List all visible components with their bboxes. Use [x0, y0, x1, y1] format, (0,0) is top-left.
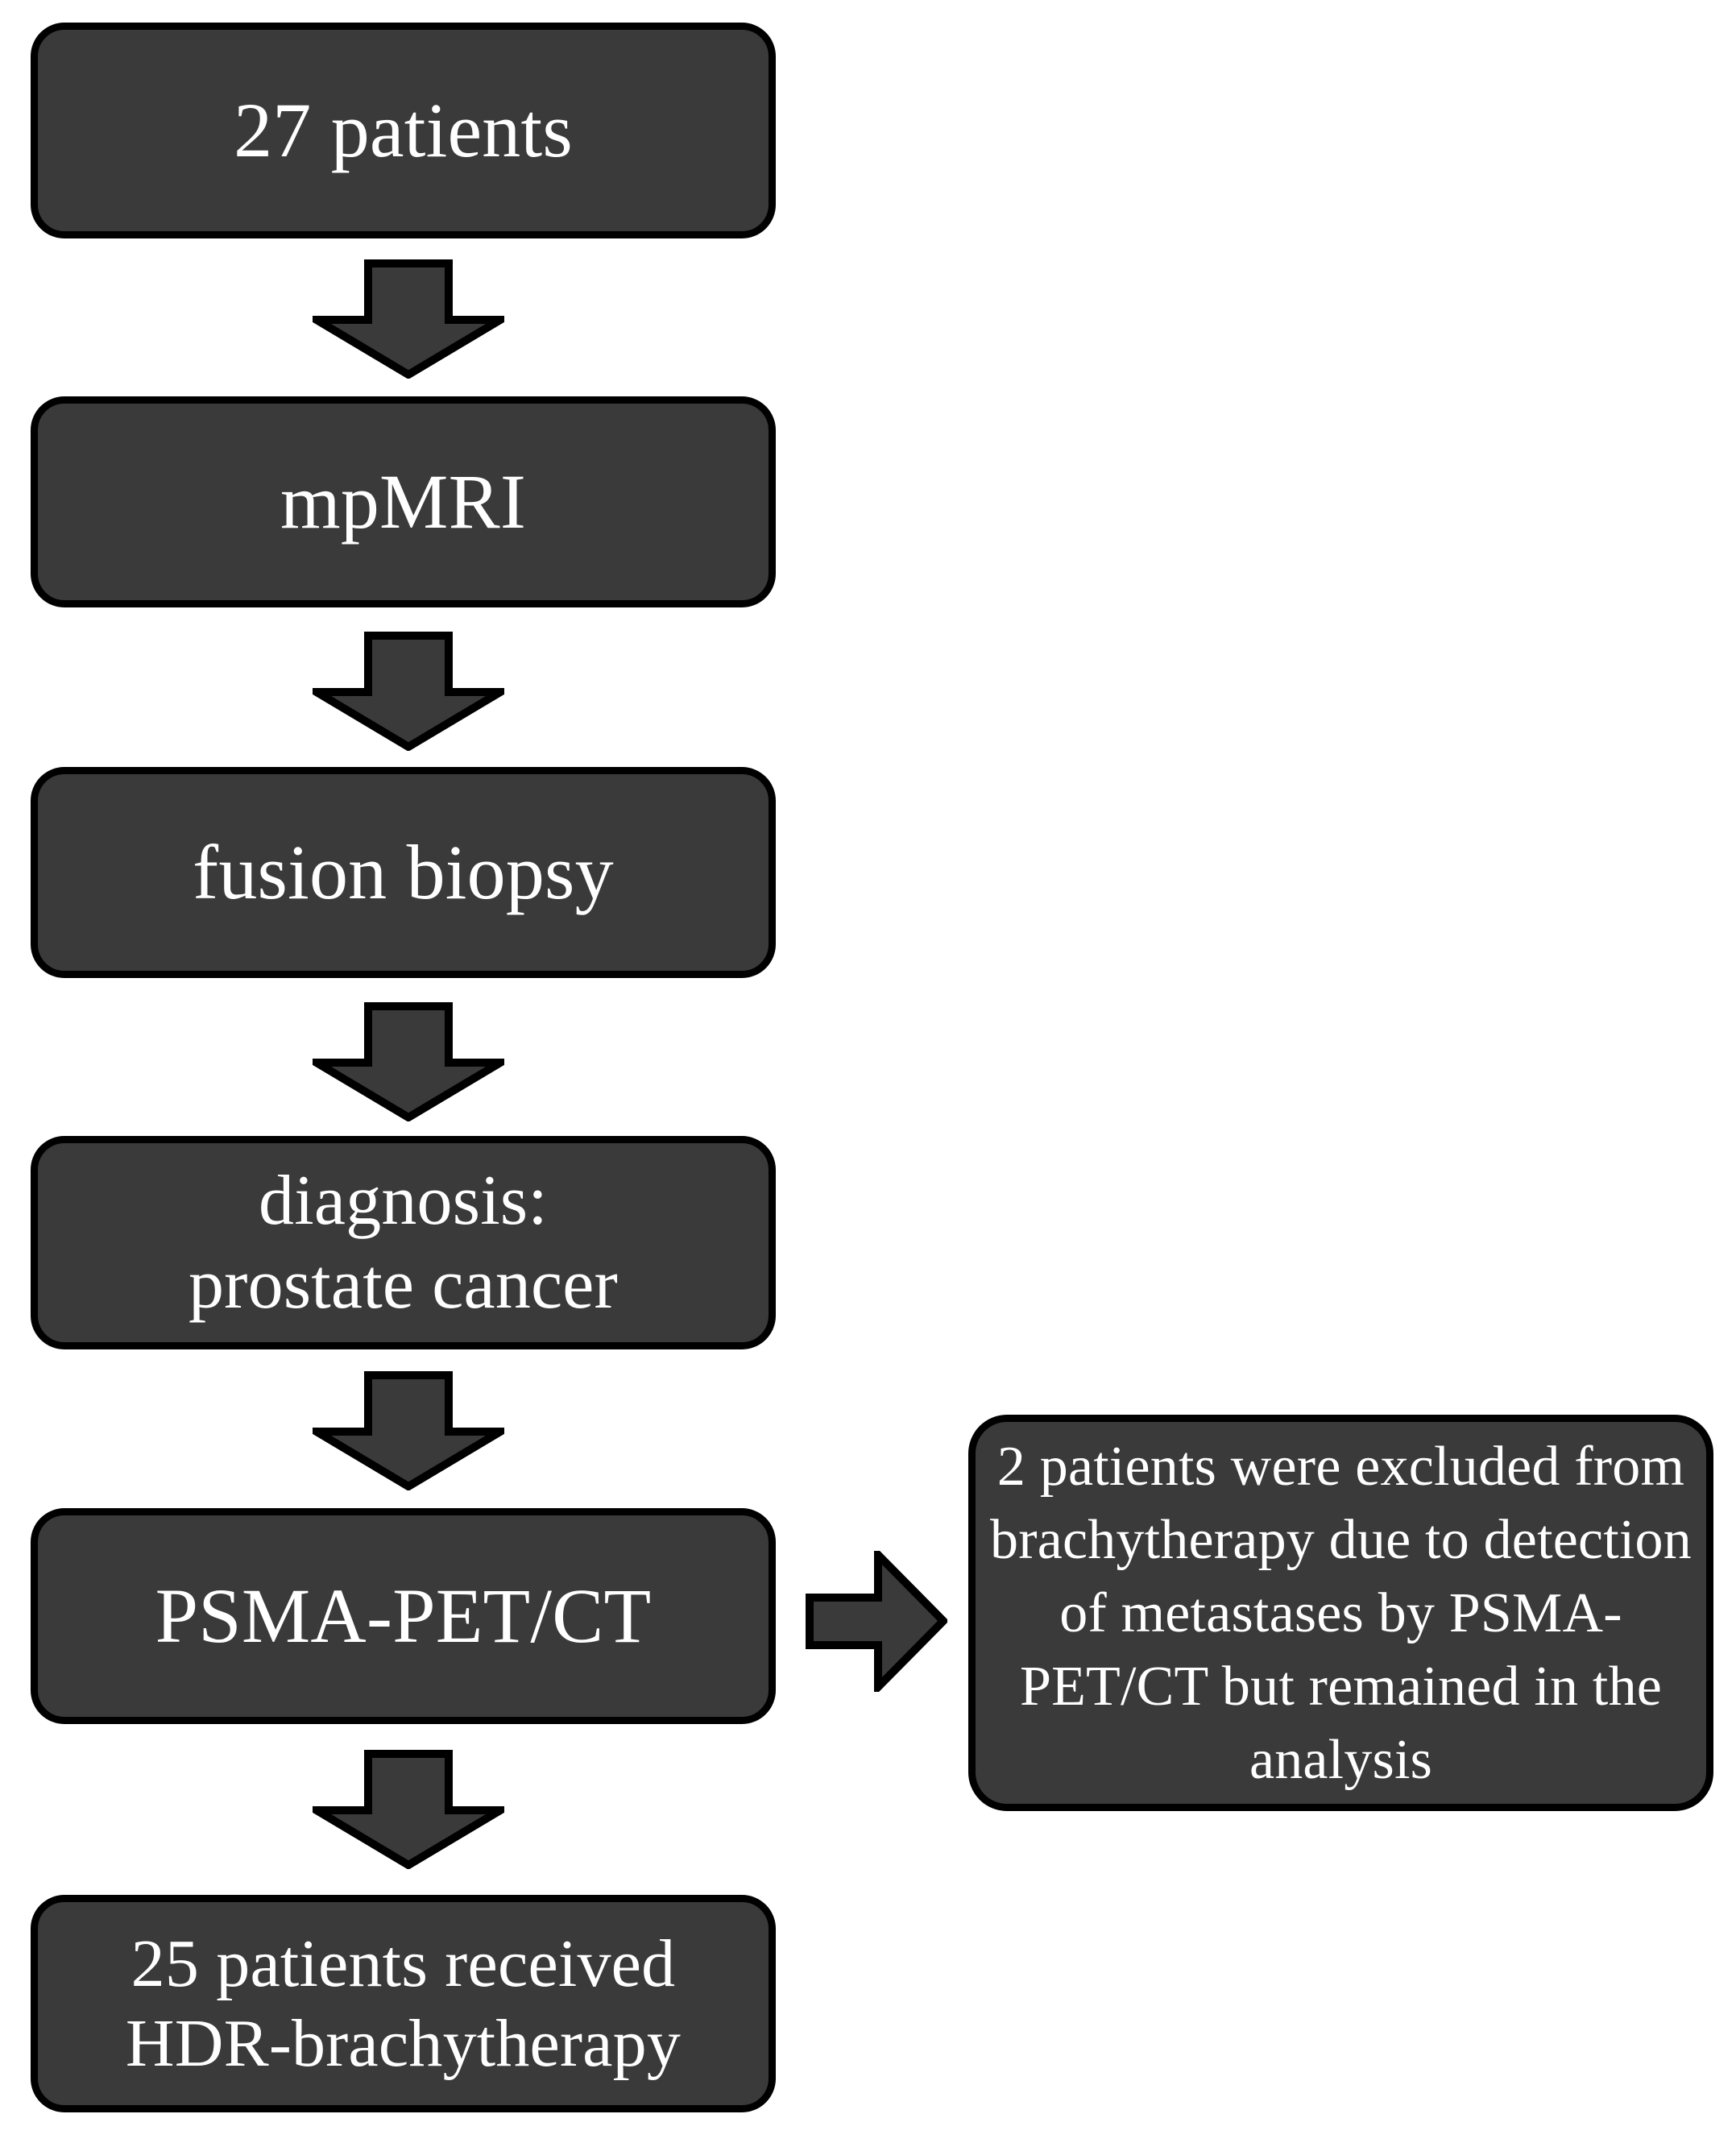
- arrow-down-icon: [313, 1371, 504, 1490]
- node-label: diagnosis: prostate cancer: [188, 1161, 619, 1324]
- arrow-right-icon: [806, 1551, 947, 1692]
- node-mpmri: mpMRI: [31, 396, 776, 607]
- node-psma-pet-ct: PSMA-PET/CT: [31, 1508, 776, 1724]
- node-hdr-brachytherapy: 25 patients received HDR-brachytherapy: [31, 1895, 776, 2112]
- node-label: 2 patients were excluded from brachyther…: [990, 1435, 1692, 1791]
- node-diagnosis: diagnosis: prostate cancer: [31, 1136, 776, 1349]
- node-fusion-biopsy: fusion biopsy: [31, 767, 776, 978]
- arrow-down-icon: [313, 259, 504, 379]
- node-27-patients: 27 patients: [31, 23, 776, 238]
- node-label: 25 patients received HDR-brachytherapy: [125, 1925, 682, 2081]
- node-label: fusion biopsy: [193, 829, 614, 916]
- arrow-down-icon: [313, 632, 504, 751]
- node-label: 27 patients: [234, 87, 573, 174]
- node-excluded-patients: 2 patients were excluded from brachyther…: [968, 1415, 1713, 1811]
- arrow-down-icon: [313, 1002, 504, 1121]
- node-label: mpMRI: [280, 458, 527, 545]
- arrow-down-icon: [313, 1750, 504, 1869]
- node-label: PSMA-PET/CT: [155, 1573, 652, 1660]
